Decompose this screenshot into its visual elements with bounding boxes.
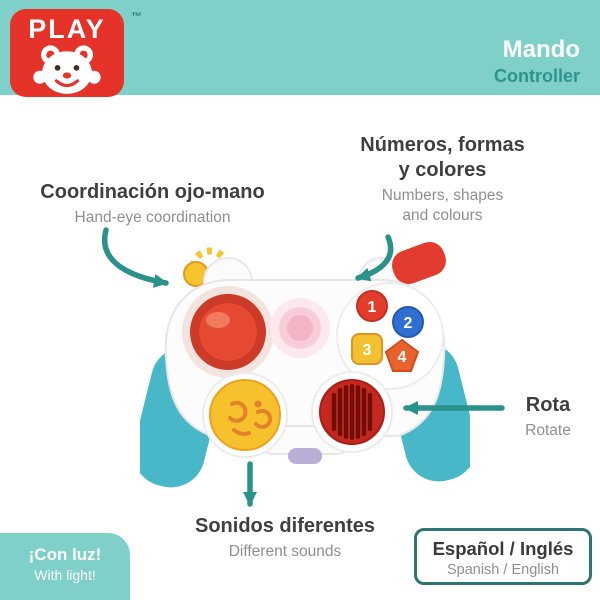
callout-sounds: Sonidos diferentes Different sounds	[135, 514, 435, 562]
callout-hand-eye: Coordinación ojo-mano Hand-eye coordinat…	[15, 180, 290, 228]
shape-button-3: 3	[351, 333, 383, 365]
callout-numbers-title-line2: y colores	[398, 159, 487, 181]
language-subtitle: Spanish / English	[446, 562, 560, 578]
callout-numbers-subtitle-line2: and colours	[402, 207, 483, 225]
shape-button-2: 2	[392, 306, 424, 338]
callout-numbers-title-line1: Números, formas	[360, 134, 525, 156]
callout-sounds-title: Sonidos diferentes	[194, 515, 376, 537]
purple-trim	[288, 448, 322, 464]
shape-button-4: 4	[384, 338, 420, 372]
light-feature-subtitle: With light!	[34, 567, 96, 583]
callout-hand-eye-subtitle: Hand-eye coordination	[74, 209, 231, 226]
light-feature-title: ¡Con luz!	[28, 545, 102, 564]
language-badge: Español / Inglés Spanish / English	[414, 528, 592, 585]
callout-rotate-title: Rota	[525, 394, 571, 416]
callout-hand-eye-title: Coordinación ojo-mano	[40, 181, 265, 203]
light-dome	[270, 298, 330, 358]
product-subtitle: Controller	[493, 66, 580, 87]
brand-logo: PLAY	[10, 9, 124, 97]
shape-button-1: 1	[356, 290, 388, 322]
joystick	[182, 286, 274, 378]
svg-text:2: 2	[404, 315, 413, 332]
callout-numbers-shapes: Números, formas y colores Numbers, shape…	[330, 133, 555, 226]
svg-text:1: 1	[368, 299, 377, 316]
callout-numbers-subtitle-line1: Numbers, shapes	[381, 187, 504, 204]
callout-sounds-subtitle: Different sounds	[228, 543, 342, 560]
svg-text:3: 3	[363, 342, 372, 359]
callout-rotate-subtitle: Rotate	[525, 422, 571, 439]
language-title: Español / Inglés	[432, 538, 574, 559]
red-cap-decoration	[392, 242, 446, 284]
product-title: Mando	[502, 36, 580, 63]
header-titles: Mando Controller	[493, 36, 580, 87]
callout-rotate: Rota Rotate	[500, 393, 596, 441]
trademark-symbol: ™	[131, 11, 142, 23]
sound-button	[202, 372, 288, 458]
light-feature-badge: ¡Con luz! With light!	[0, 533, 130, 600]
speaker-grille	[311, 371, 393, 453]
toy-controller-illustration: 1 2 3 4	[140, 242, 470, 488]
bear-icon	[33, 45, 101, 94]
svg-text:4: 4	[398, 349, 407, 366]
brand-name: PLAY	[28, 14, 106, 44]
